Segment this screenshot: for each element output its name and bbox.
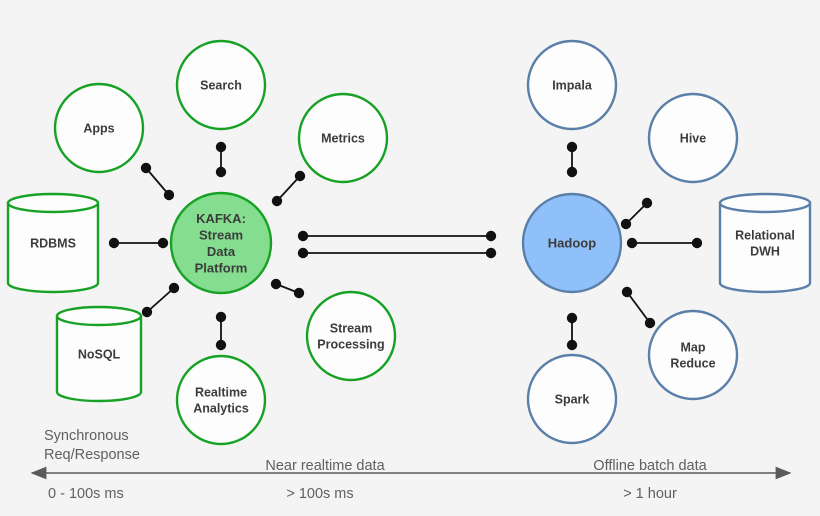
connector-spark-hadoop — [566, 312, 578, 351]
node-nosql[interactable]: NoSQL — [55, 305, 143, 403]
node-rdbms[interactable]: RDBMS — [6, 192, 100, 294]
connector-search-kafka — [215, 141, 227, 178]
axis-bottom-label: > 100s ms — [286, 486, 353, 502]
axis-segment-near-realtime: Near realtime data > 100s ms — [265, 458, 385, 502]
node-label: Analytics — [193, 401, 249, 415]
node-label: Search — [200, 78, 242, 92]
connector-apps-kafka — [140, 162, 175, 201]
node-label: Reduce — [670, 356, 715, 370]
node-label: Platform — [195, 260, 248, 275]
node-label: Hadoop — [548, 236, 596, 251]
node-label: Stream — [199, 227, 243, 242]
connector-layer — [108, 141, 703, 351]
connector-metrics-kafka — [271, 170, 306, 207]
connector-mapreduce-hadoop — [621, 286, 656, 329]
connector-kafka-hadoop-2 — [297, 247, 497, 259]
node-hive[interactable]: Hive — [647, 92, 739, 184]
node-search[interactable]: Search — [175, 39, 267, 131]
node-apps[interactable]: Apps — [53, 82, 145, 174]
connector-sp-kafka — [270, 278, 305, 299]
connector-hive-hadoop — [620, 197, 653, 230]
node-label: Impala — [552, 78, 593, 92]
node-label: Metrics — [321, 131, 365, 145]
axis-bottom-label: > 1 hour — [623, 486, 677, 502]
node-label: Processing — [317, 337, 384, 351]
axis-top-label: Synchronous — [44, 428, 129, 444]
connector-realtime-kafka — [215, 311, 227, 351]
connector-rdbms-kafka — [108, 237, 169, 249]
node-impala[interactable]: Impala — [526, 39, 618, 131]
node-metrics[interactable]: Metrics — [297, 92, 389, 184]
node-label: Hive — [680, 131, 706, 145]
node-hadoop[interactable]: Hadoop — [521, 192, 623, 294]
axis-bottom-label: 0 - 100s ms — [48, 486, 124, 502]
node-label: Data — [207, 244, 236, 259]
node-label: Map — [681, 340, 706, 354]
connector-impala-hadoop — [566, 141, 578, 178]
node-label: KAFKA: — [196, 211, 246, 226]
axis-top-label: Offline batch data — [593, 458, 707, 474]
connector-hadoop-dwh — [626, 237, 703, 249]
node-spark[interactable]: Spark — [526, 353, 618, 445]
axis-top-label: Req/Response — [44, 447, 140, 463]
node-label: DWH — [750, 244, 780, 258]
node-label: NoSQL — [78, 347, 121, 361]
node-label: Apps — [83, 121, 114, 135]
axis-segment-offline-batch: Offline batch data > 1 hour — [593, 458, 707, 502]
connector-kafka-hadoop-1 — [297, 230, 497, 242]
node-label: Relational — [735, 228, 795, 242]
node-label: Spark — [555, 392, 590, 406]
connector-nosql-kafka — [141, 282, 180, 318]
axis-top-label: Near realtime data — [265, 458, 385, 474]
node-label: RDBMS — [30, 236, 76, 250]
node-label: Stream — [330, 321, 372, 335]
node-label: Realtime — [195, 385, 247, 399]
